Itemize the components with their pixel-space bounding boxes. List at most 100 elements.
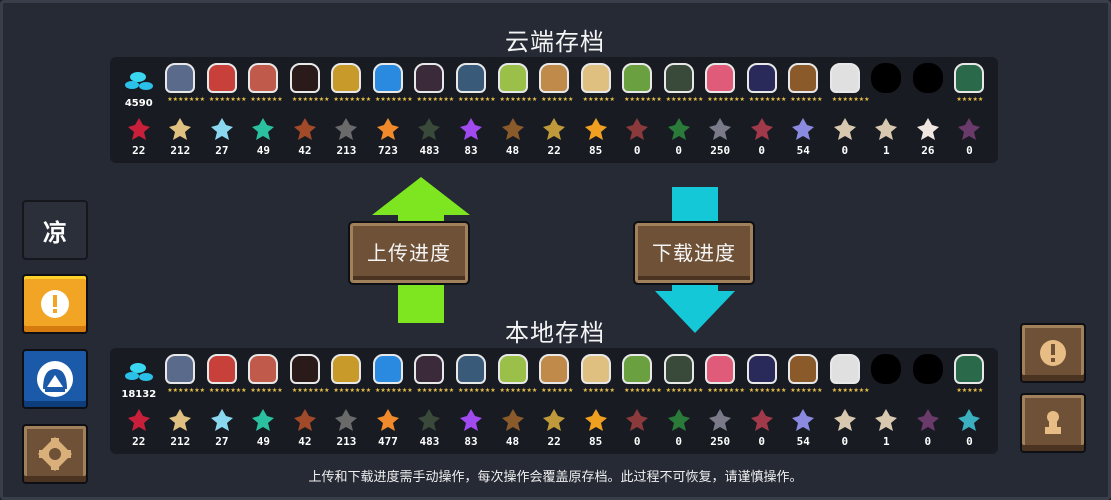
star-rating: ★★★★★★★ [499, 387, 538, 394]
download-progress-button[interactable]: 下载进度 [633, 221, 755, 285]
cloud-save-title: 云端存档 [505, 28, 605, 56]
settings-button[interactable] [22, 424, 88, 484]
material-slot: 0 [616, 113, 658, 161]
taoist-icon [829, 354, 860, 384]
character-slot: ★★★★★★★ [326, 59, 372, 111]
material-count: 477 [378, 435, 398, 448]
locked-1-icon [871, 354, 902, 384]
material-count: 22 [547, 144, 561, 157]
teal-module-icon [957, 408, 981, 432]
battery-icon [417, 408, 441, 432]
red-part-icon [625, 408, 649, 432]
chest-icon [954, 63, 985, 93]
character-slot: ★★★★★★★ [284, 59, 330, 111]
material-count: 27 [215, 144, 229, 157]
werewolf-icon [539, 63, 570, 93]
star-rating: ★★★★★★ [790, 96, 823, 103]
leather-boot-icon [501, 117, 525, 141]
star-rating: ★★★★★★ [582, 96, 615, 103]
fire-crystal-icon [584, 408, 608, 432]
cloud-character-row: 4590★★★★★★★★★★★★★★★★★★★★★★★★★★★★★★★★★★★★… [118, 59, 990, 111]
character-slot: ★★★★★ [949, 59, 991, 111]
knight-icon [165, 63, 196, 93]
leather-boot-icon [501, 408, 525, 432]
green-part-icon [667, 408, 691, 432]
robot-icon [372, 354, 403, 384]
material-count: 85 [588, 144, 603, 157]
star-rating: ★★★★★★★ [707, 96, 745, 103]
material-slot: 42 [284, 404, 326, 452]
rogue-icon [206, 63, 237, 93]
material-slot: 49 [243, 113, 285, 161]
material-slot: 42 [284, 113, 326, 161]
star-rating: ★★★★★★★ [665, 387, 704, 394]
material-count: 1 [883, 144, 890, 157]
material-count: 27 [215, 435, 229, 448]
paladin-icon [456, 63, 487, 93]
material-slot: 0 [658, 404, 700, 452]
rope-icon [542, 117, 566, 141]
character-slot [907, 59, 949, 111]
character-slot: ★★★★★★★ [450, 350, 496, 402]
material-slot: 54 [783, 404, 825, 452]
star-rating: ★★★★★★★ [665, 96, 704, 103]
character-slot: ★★★★★★ [533, 59, 575, 111]
material-count: 22 [132, 435, 146, 448]
star-rating: ★★★★★★★ [291, 387, 330, 394]
violet-shard-icon [791, 117, 815, 141]
upload-progress-button[interactable]: 上传进度 [348, 221, 470, 285]
character-slot: ★★★★★★ [243, 350, 285, 402]
material-count: 54 [796, 144, 810, 157]
logo-button[interactable]: 凉 [22, 200, 88, 260]
material-count: 83 [464, 144, 478, 157]
scroll-2-icon [874, 408, 898, 432]
berserker-icon [663, 63, 694, 93]
werewolf-icon [539, 354, 570, 384]
red-part-icon [625, 117, 649, 141]
star-rating: ★★★★★★★ [167, 96, 205, 103]
star-rating: ★★★★★ [956, 96, 984, 103]
star-rating: ★★★★★★★ [374, 96, 413, 103]
star-rating: ★★★★★★★ [748, 96, 787, 103]
material-slot: 48 [492, 404, 534, 452]
star-rating: ★★★★★★★ [748, 387, 787, 394]
character-slot: ★★★★★★★ [616, 350, 662, 402]
character-slot: ★★★★★★★ [658, 350, 704, 402]
star-rating: ★★★★★ [956, 387, 984, 394]
material-count: 48 [505, 435, 520, 448]
character-slot: ★★★★★★★ [741, 350, 787, 402]
star-rating: ★★★★★★★ [458, 387, 496, 394]
material-count: 0 [924, 435, 932, 448]
star-rating: ★★★★★★★ [333, 96, 372, 103]
violet-shard-icon [791, 408, 815, 432]
material-slot: 0 [741, 113, 783, 161]
wood-plank-icon [168, 408, 192, 432]
demonmaster-icon [746, 63, 777, 93]
star-rating: ★★★★★★ [250, 96, 283, 103]
material-count: 85 [588, 435, 603, 448]
purple-crystal-icon [459, 117, 483, 141]
berserker-icon [663, 354, 694, 384]
rope-icon [542, 408, 566, 432]
gem-count: 18132 [121, 389, 157, 400]
character-slot: ★★★★★★ [783, 350, 825, 402]
green-crystal-icon [251, 117, 275, 141]
notice-button[interactable] [22, 274, 88, 334]
alert-button[interactable] [1020, 323, 1086, 383]
material-count: 22 [132, 144, 146, 157]
battery-icon [417, 117, 441, 141]
community-button[interactable] [22, 349, 88, 409]
profile-button[interactable] [1020, 393, 1086, 453]
person-icon [1045, 411, 1061, 434]
character-slot: ★★★★★★★ [409, 59, 454, 111]
orange-ore-icon [376, 408, 400, 432]
logo-icon: 凉 [43, 218, 67, 247]
character-slot: ★★★★★★ [243, 59, 285, 111]
star-rating: ★★★★★★★ [707, 387, 745, 394]
character-slot: ★★★★★★ [575, 350, 617, 402]
gem-counter: 18132 [118, 350, 160, 402]
star-rating: ★★★★★★★ [208, 387, 247, 394]
energy-chip-icon [293, 117, 317, 141]
star-rating: ★★★★★★ [250, 387, 283, 394]
star-rating: ★★★★★★ [541, 96, 574, 103]
